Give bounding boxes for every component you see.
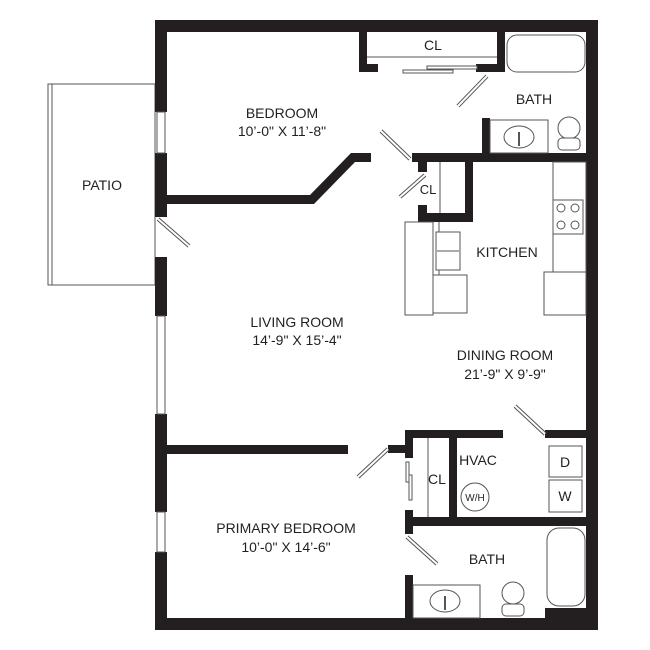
dryer-label: D (560, 454, 570, 470)
fixtures (367, 34, 587, 619)
toilet-icon (557, 116, 581, 140)
interior-walls (167, 32, 586, 618)
room-label-bedroom: BEDROOM (246, 105, 318, 121)
room-label-living-room: LIVING ROOM (250, 314, 343, 330)
room-label-primary-bedroom: PRIMARY BEDROOM (216, 520, 356, 536)
bathtub-icon (546, 527, 586, 607)
kitchen-counter (404, 221, 434, 316)
room-label-hall-closet: CL (420, 182, 437, 197)
room-label-bath-1: BATH (516, 91, 552, 107)
dishwasher-icon (432, 274, 468, 314)
room-dimensions-living-room: 14’-9" X 15’-4" (252, 332, 341, 348)
water-heater-icon (460, 482, 490, 512)
room-label-hvac: HVAC (459, 452, 497, 468)
washer-label: W (558, 488, 572, 504)
washer-icon (548, 479, 583, 513)
room-label-kitchen: KITCHEN (476, 244, 537, 260)
exterior-walls (155, 20, 598, 630)
room-dimensions-primary-bedroom: 10’-0" X 14’-6" (241, 539, 330, 555)
door-swings (156, 65, 547, 566)
bathtub-icon (506, 34, 586, 73)
room-label-bath-2: BATH (469, 551, 505, 567)
room-label-primary-closet: CL (428, 471, 446, 487)
room-label-bedroom-closet: CL (424, 37, 442, 53)
toilet-icon (501, 581, 525, 605)
stove-icon (552, 199, 584, 235)
room-label-patio: PATIO (82, 177, 122, 193)
dryer-icon (548, 445, 583, 478)
room-dimensions-dining-room: 21’-9" X 9’-9" (464, 366, 546, 382)
refrigerator-icon (543, 271, 587, 316)
room-dimensions-bedroom: 10’-0" X 11’-8" (238, 123, 326, 139)
room-label-dining-room: DINING ROOM (457, 347, 553, 363)
windows (156, 111, 166, 553)
water-heater-label: W/H (465, 493, 484, 504)
